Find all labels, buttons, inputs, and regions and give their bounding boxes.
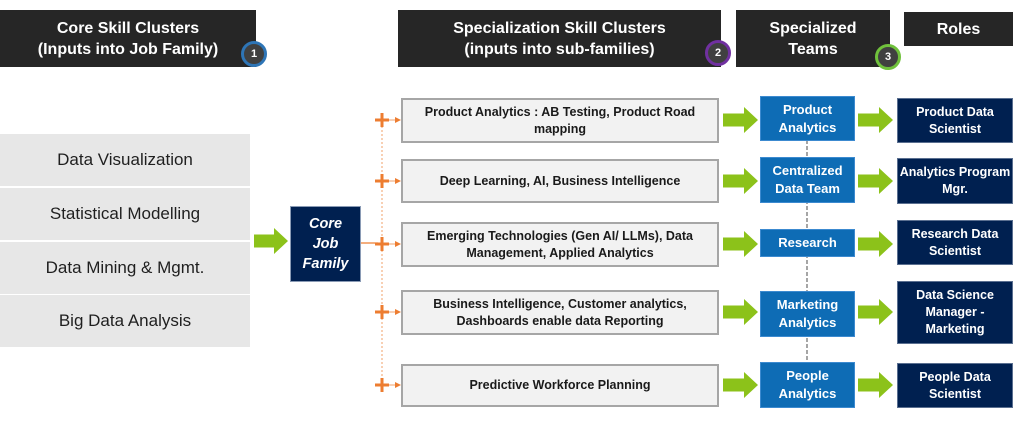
plus-connector-icon: [375, 305, 401, 319]
core-job-family-line3: Family: [302, 256, 349, 272]
plus-connector-icon: [375, 237, 401, 251]
header-roles: Roles: [904, 12, 1013, 46]
core-job-family-line1: Core: [308, 216, 343, 232]
specialization-cluster-label: Emerging Technologies (Gen AI/ LLMs), Da…: [427, 228, 693, 260]
plus-connector-icon: [375, 174, 401, 188]
specialization-cluster-label: Product Analytics : AB Testing, Product …: [424, 104, 696, 136]
specialized-team-label: People Analytics: [778, 368, 837, 401]
core-skills-arrow: [254, 228, 288, 254]
plus-connector-icon: [375, 113, 401, 127]
specialization-cluster-label: Business Intelligence, Customer analytic…: [433, 296, 687, 328]
team-to-role-arrow: [858, 107, 893, 133]
core-skill-label: Statistical Modelling: [49, 204, 201, 223]
specialized-team-box: Centralized Data Team: [760, 157, 855, 203]
specialization-cluster-box: Predictive Workforce Planning: [401, 364, 719, 407]
role-box: Analytics Program Mgr.: [897, 158, 1013, 204]
header-teams-line1: Specialized: [769, 19, 857, 37]
specialization-cluster-box: Business Intelligence, Customer analytic…: [401, 290, 719, 335]
role-label: People Data Scientist: [919, 369, 991, 401]
header-teams-line2: Teams: [788, 40, 838, 58]
core-skill-label: Data Visualization: [57, 150, 193, 169]
specialization-to-team-arrow: [723, 299, 758, 325]
specialization-to-team-arrow: [723, 168, 758, 194]
core-job-family-box: Core Job Family: [290, 206, 361, 282]
role-box: People Data Scientist: [897, 363, 1013, 408]
header-core-line2: (Inputs into Job Family): [37, 40, 219, 58]
role-box: Research Data Scientist: [897, 220, 1013, 265]
header-spec-line2: (inputs into sub-families): [464, 40, 655, 58]
role-label: Data Science Manager - Marketing: [916, 288, 994, 336]
specialized-team-label: Research: [778, 235, 837, 250]
core-skill-label: Big Data Analysis: [58, 311, 192, 330]
step-badge-2: 2: [705, 40, 731, 66]
core-skill-item: Data Visualization: [0, 134, 250, 186]
specialized-team-box: Marketing Analytics: [760, 291, 855, 337]
role-box: Data Science Manager - Marketing: [897, 281, 1013, 344]
role-label: Product Data Scientist: [916, 104, 994, 136]
specialization-cluster-box: Emerging Technologies (Gen AI/ LLMs), Da…: [401, 222, 719, 267]
team-to-role-arrow: [858, 299, 893, 325]
core-skill-item: Data Mining & Mgmt.: [0, 242, 250, 294]
specialized-team-label: Centralized Data Team: [772, 163, 843, 196]
team-to-role-arrow: [858, 231, 893, 257]
specialization-to-team-arrow: [723, 107, 758, 133]
specialization-to-team-arrow: [723, 231, 758, 257]
team-to-role-arrow: [858, 372, 893, 398]
specialization-to-team-arrow: [723, 372, 758, 398]
role-label: Research Data Scientist: [911, 226, 999, 258]
header-roles-label: Roles: [936, 20, 981, 38]
specialization-cluster-label: Predictive Workforce Planning: [469, 378, 651, 392]
specialization-cluster-box: Product Analytics : AB Testing, Product …: [401, 98, 719, 143]
team-to-role-arrow: [858, 168, 893, 194]
header-specialized-teams: Specialized Teams: [736, 10, 890, 67]
specialized-team-box: Research: [760, 229, 855, 257]
plus-connector-icon: [375, 378, 401, 392]
header-core-skill-clusters: Core Skill Clusters (Inputs into Job Fam…: [0, 10, 256, 67]
header-core-line1: Core Skill Clusters: [56, 19, 200, 37]
specialized-team-box: Product Analytics: [760, 96, 855, 141]
step-badge-3: 3: [875, 44, 901, 70]
header-spec-line1: Specialization Skill Clusters: [453, 19, 666, 37]
specialized-team-box: People Analytics: [760, 362, 855, 408]
specialization-cluster-label: Deep Learning, AI, Business Intelligence: [439, 173, 681, 188]
core-skill-label: Data Mining & Mgmt.: [45, 258, 205, 277]
step-badge-1: 1: [241, 41, 267, 67]
role-box: Product Data Scientist: [897, 98, 1013, 143]
core-job-family-line2: Job: [312, 236, 339, 252]
core-skill-item: Statistical Modelling: [0, 188, 250, 240]
specialized-team-label: Marketing Analytics: [776, 297, 839, 330]
header-specialization-skill-clusters: Specialization Skill Clusters (inputs in…: [398, 10, 721, 67]
role-label: Analytics Program Mgr.: [899, 165, 1011, 196]
specialized-team-label: Product Analytics: [778, 101, 837, 135]
specialization-cluster-box: Deep Learning, AI, Business Intelligence: [401, 159, 719, 203]
core-skill-item: Big Data Analysis: [0, 295, 250, 347]
